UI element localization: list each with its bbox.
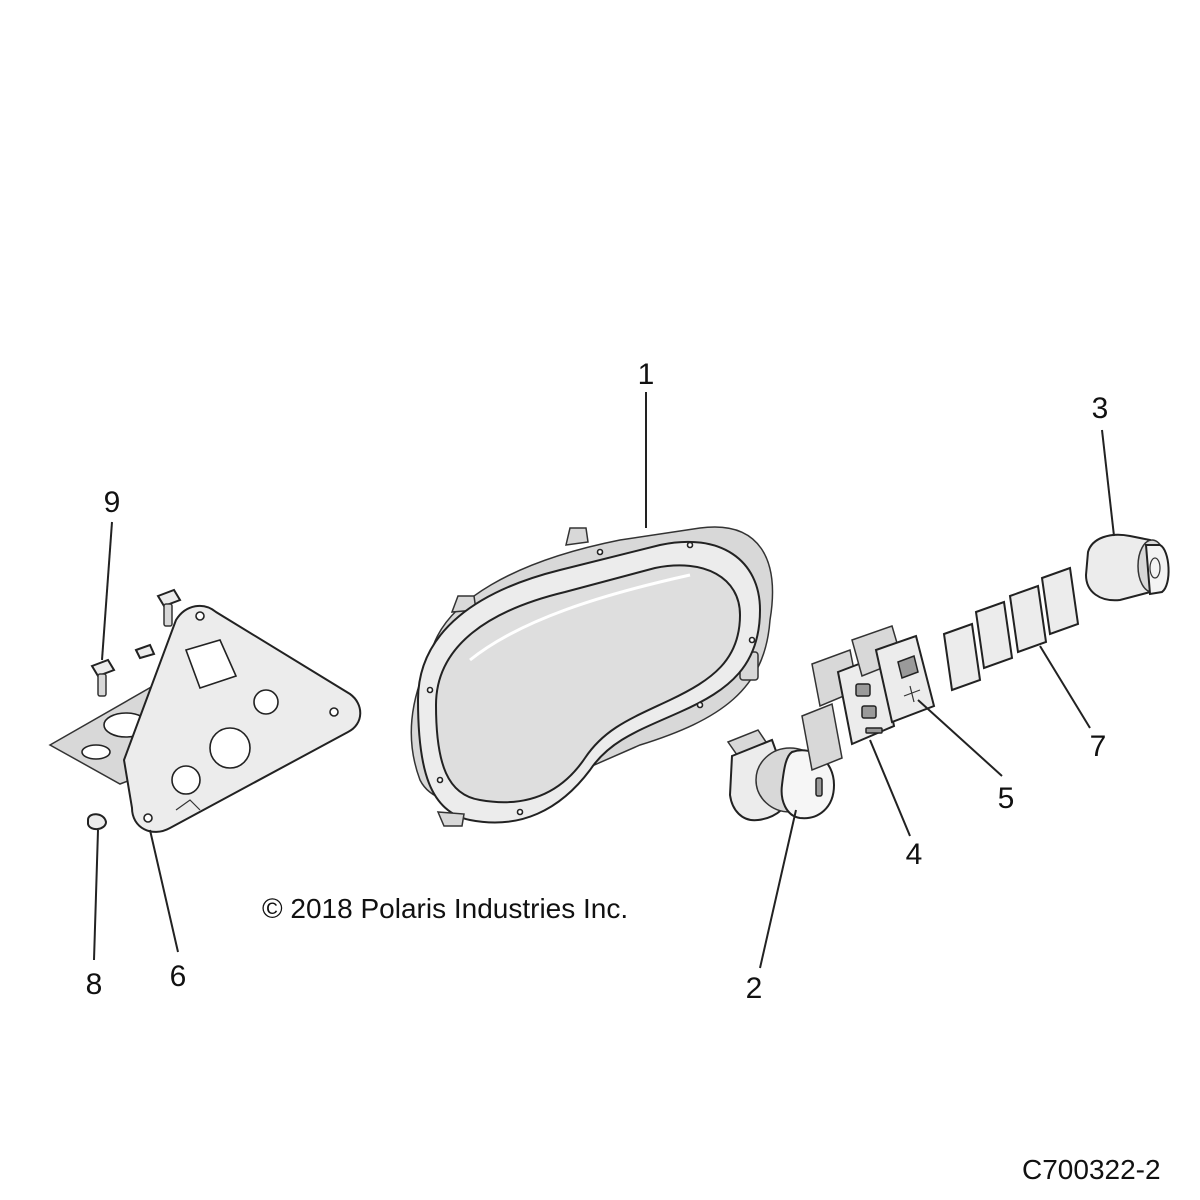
callout-1: 1 xyxy=(638,358,655,391)
part-rocker-switch-4 xyxy=(801,648,896,772)
callout-numbers: 1 2 3 4 5 6 7 8 9 xyxy=(86,358,1109,1005)
callout-7: 7 xyxy=(1090,730,1107,763)
copyright-notice: © 2018 Polaris Industries Inc. xyxy=(262,893,629,924)
part-mounting-bracket xyxy=(48,604,362,833)
callout-2: 2 xyxy=(746,972,763,1005)
part-ignition-switch xyxy=(726,729,836,822)
part-instrument-cluster xyxy=(410,526,774,827)
callout-3: 3 xyxy=(1092,392,1109,425)
callout-8: 8 xyxy=(86,968,103,1001)
part-screws xyxy=(87,588,182,830)
part-blank-covers xyxy=(942,566,1080,692)
callout-9: 9 xyxy=(104,486,121,519)
callout-4: 4 xyxy=(906,838,923,871)
callout-5: 5 xyxy=(998,782,1015,815)
leader-lines xyxy=(93,392,1115,969)
callout-6: 6 xyxy=(170,960,187,993)
drawing-id: C700322-2 xyxy=(1022,1154,1161,1185)
part-power-outlet xyxy=(1084,533,1170,602)
